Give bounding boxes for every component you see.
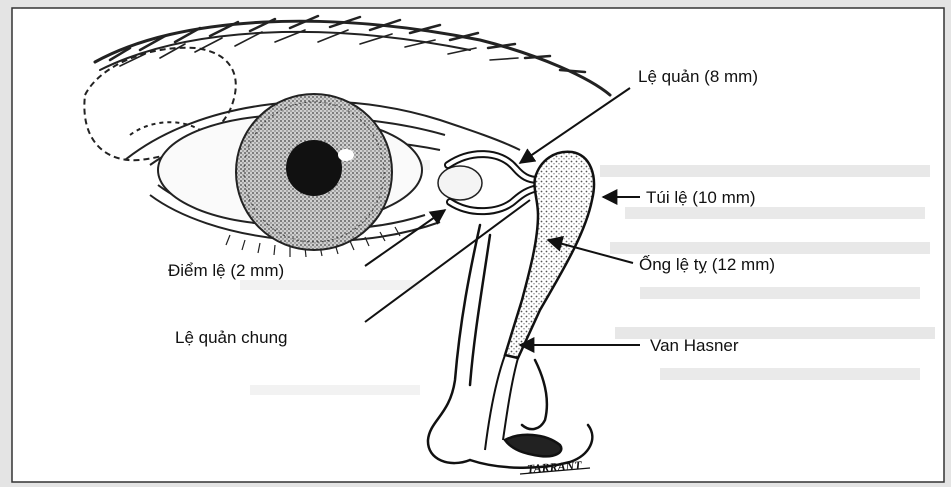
label-punctum: Điểm lệ (2 mm) [168,261,284,280]
light-reflection [338,149,354,161]
caruncle [438,166,482,200]
label-valve-hasner: Van Hasner [650,336,739,355]
pupil [286,140,342,196]
label-common-canaliculus: Lệ quản chung [175,328,288,347]
label-nasolacrimal-duct: Ống lệ tỵ (12 mm) [639,254,775,274]
label-lacrimal-sac: Túi lệ (10 mm) [646,188,756,207]
label-canaliculus: Lệ quản (8 mm) [638,67,758,86]
